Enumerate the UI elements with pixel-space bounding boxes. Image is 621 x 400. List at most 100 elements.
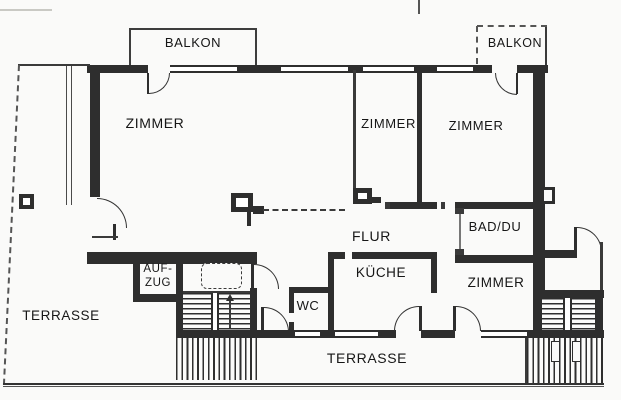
window (335, 330, 378, 338)
wall (289, 287, 328, 293)
door-arc-entrance (577, 227, 602, 252)
balcony-right-outline-left (476, 26, 480, 64)
wall (237, 65, 281, 73)
door-arc-zimmer-terrace (97, 198, 127, 228)
window (170, 65, 237, 73)
stair-landing-line (183, 291, 250, 293)
terrace-edge-left (2, 65, 20, 385)
door-arc-kueche (394, 306, 419, 331)
railing-post (551, 341, 560, 362)
column-arm (247, 212, 251, 226)
wall (595, 298, 603, 330)
door-leaf (574, 227, 577, 252)
wall (87, 252, 257, 264)
window (281, 65, 348, 73)
room-label-aufzug-line1: AUF- (143, 263, 173, 275)
wall (348, 65, 363, 73)
room-divider-dashed (263, 209, 345, 211)
wall (545, 250, 577, 258)
wall (517, 65, 548, 73)
wall (176, 264, 183, 333)
wall (533, 65, 545, 297)
wall (320, 330, 335, 338)
door-jamb (455, 208, 464, 214)
terrace-edge-bottom (3, 383, 604, 387)
wall (473, 65, 492, 73)
door-jamb (455, 249, 464, 255)
leader-tick (418, 0, 420, 14)
stair-direction-arrow (226, 294, 234, 301)
balcony-left-outline (129, 28, 257, 66)
wall (133, 294, 183, 302)
room-label-balkon-left: BALKON (164, 35, 222, 50)
landing-dashed-rect (201, 263, 242, 289)
room-label-flur: FLUR (352, 228, 391, 244)
column (19, 194, 34, 209)
wall (390, 202, 437, 209)
door-arc-core (254, 264, 279, 289)
exterior-steps (527, 338, 603, 385)
wall (257, 330, 295, 338)
room-label-terrasse-south: TERRASSE (326, 350, 408, 366)
wall (328, 252, 345, 259)
window (363, 65, 414, 73)
wall (421, 330, 455, 338)
room-label-kueche: KÜCHE (355, 265, 407, 280)
room-label-wc: WC (296, 298, 320, 313)
wall (431, 252, 437, 293)
door-leaf (516, 73, 518, 94)
door-leaf (261, 307, 264, 332)
staircase-divider (563, 298, 572, 330)
balcony-right-outline-right (545, 27, 547, 65)
column (353, 188, 372, 204)
partition-wall (417, 70, 422, 203)
wall (378, 330, 396, 338)
door-leaf (419, 306, 422, 331)
terrace-canopy-line (66, 66, 72, 205)
wall (352, 252, 437, 259)
staircase-divider (211, 293, 219, 330)
door-jamb (385, 202, 390, 209)
door-arc-zimmer-south (456, 306, 481, 331)
window (295, 330, 320, 338)
room-label-bad-du: BAD/DU (468, 219, 522, 234)
window (481, 330, 527, 338)
room-label-zimmer-large: ZIMMER (125, 115, 185, 131)
wall (250, 288, 257, 333)
wall (455, 202, 533, 209)
window (437, 65, 473, 73)
wall (533, 298, 542, 330)
door-leaf (147, 73, 149, 94)
wall (414, 65, 437, 73)
shaft-fixture (541, 187, 555, 204)
column (231, 193, 253, 212)
door-arc-vestibule (264, 307, 289, 332)
door-leaf (113, 224, 116, 240)
wall (533, 290, 604, 298)
room-label-zimmer-south: ZIMMER (467, 275, 525, 290)
wall (289, 322, 294, 334)
door-leaf (453, 306, 456, 331)
room-label-zimmer-right: ZIMMER (448, 118, 504, 133)
door-arc-balcony-left (149, 73, 170, 94)
terrace-edge-top (18, 64, 90, 66)
wall (87, 65, 148, 73)
room-label-balkon-right: BALKON (487, 36, 543, 50)
door-arc-balcony-right (495, 73, 517, 95)
stair-walk-line (229, 301, 231, 328)
partition-wall (353, 70, 356, 189)
door-leaf (251, 264, 254, 289)
wall (176, 330, 257, 338)
wall (328, 252, 334, 331)
wall (289, 287, 294, 313)
door-line (459, 214, 461, 250)
threshold-line (92, 236, 118, 238)
exterior-steps (176, 338, 257, 380)
column-arm (371, 197, 381, 203)
door-jamb (441, 202, 445, 209)
column-arm (253, 206, 264, 214)
wall (455, 255, 533, 263)
railing-post (572, 341, 581, 362)
steps-edge-line (525, 338, 527, 385)
room-label-zimmer-middle: ZIMMER (361, 116, 416, 131)
